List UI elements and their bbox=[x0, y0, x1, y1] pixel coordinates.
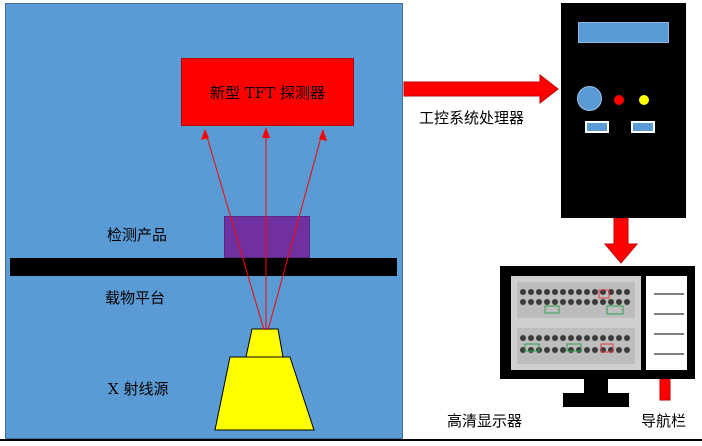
baseline-divider bbox=[0, 439, 702, 441]
pcb-xray-image-icon bbox=[511, 276, 641, 370]
product-label: 检测产品 bbox=[107, 226, 168, 244]
monitor-stand-base bbox=[563, 393, 629, 407]
xray-beam-center-head bbox=[262, 127, 270, 138]
xray-source-body bbox=[214, 356, 315, 431]
ipc-display bbox=[578, 22, 669, 43]
ipc-label: 工控系统处理器 bbox=[419, 109, 525, 127]
tft-detector-box: 新型 TFT 探测器 bbox=[181, 58, 354, 126]
ipc-port-icon bbox=[585, 121, 609, 133]
arrow-ipc-to-monitor bbox=[603, 217, 639, 264]
stage-label: 载物平台 bbox=[105, 289, 166, 307]
xray-beam-right-head bbox=[319, 129, 327, 141]
xray-beam-left-head bbox=[201, 129, 209, 140]
nav-bar-panel bbox=[646, 276, 687, 370]
ipc-port-icon bbox=[631, 121, 655, 133]
nav-bar-label: 导航栏 bbox=[641, 412, 687, 430]
ipc-yellow-led-icon bbox=[639, 95, 649, 105]
detector-label: 新型 TFT 探测器 bbox=[210, 83, 325, 102]
xray-source-head bbox=[245, 328, 284, 358]
ipc-knob-icon bbox=[577, 86, 602, 111]
monitor-label: 高清显示器 bbox=[447, 412, 523, 430]
ipc-red-led-icon bbox=[614, 95, 624, 105]
arrow-detector-to-ipc bbox=[403, 73, 559, 105]
nav-bar-lines bbox=[654, 293, 684, 355]
monitor-stand-neck bbox=[584, 379, 608, 393]
source-label: X 射线源 bbox=[108, 380, 169, 398]
monitor-screen-image bbox=[511, 276, 641, 370]
stage-platform bbox=[10, 258, 397, 276]
product-box bbox=[224, 216, 310, 258]
xray-beam-right bbox=[267, 129, 324, 331]
xray-beam-left bbox=[204, 129, 265, 331]
